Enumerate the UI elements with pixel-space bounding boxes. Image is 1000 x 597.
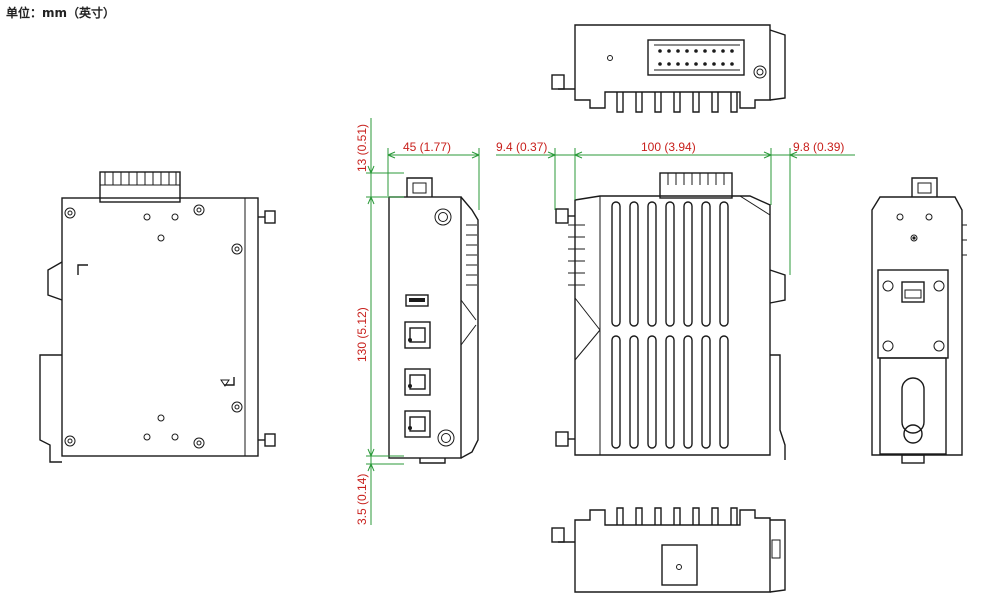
dim-left-offset: 9.4 (0.37) bbox=[496, 140, 547, 154]
side-view bbox=[555, 172, 786, 460]
dim-height: 130 (5.12) bbox=[355, 307, 369, 362]
bottom-view bbox=[551, 507, 786, 593]
dim-top-offset: 13 (0.51) bbox=[355, 124, 369, 172]
front-view bbox=[388, 177, 479, 464]
dimension-lines bbox=[366, 118, 855, 525]
dim-depth: 45 (1.77) bbox=[403, 140, 451, 154]
unit-label: 单位：mm（英寸） bbox=[6, 6, 116, 20]
dimension-labels: 13 (0.51) 45 (1.77) 130 (5.12) 3.5 (0.14… bbox=[355, 124, 844, 525]
dim-width: 100 (3.94) bbox=[641, 140, 696, 154]
end-view bbox=[871, 177, 967, 464]
rear-view bbox=[39, 171, 276, 463]
top-view bbox=[551, 24, 786, 113]
dim-bottom-offset: 3.5 (0.14) bbox=[355, 474, 369, 525]
dim-right-offset: 9.8 (0.39) bbox=[793, 140, 844, 154]
